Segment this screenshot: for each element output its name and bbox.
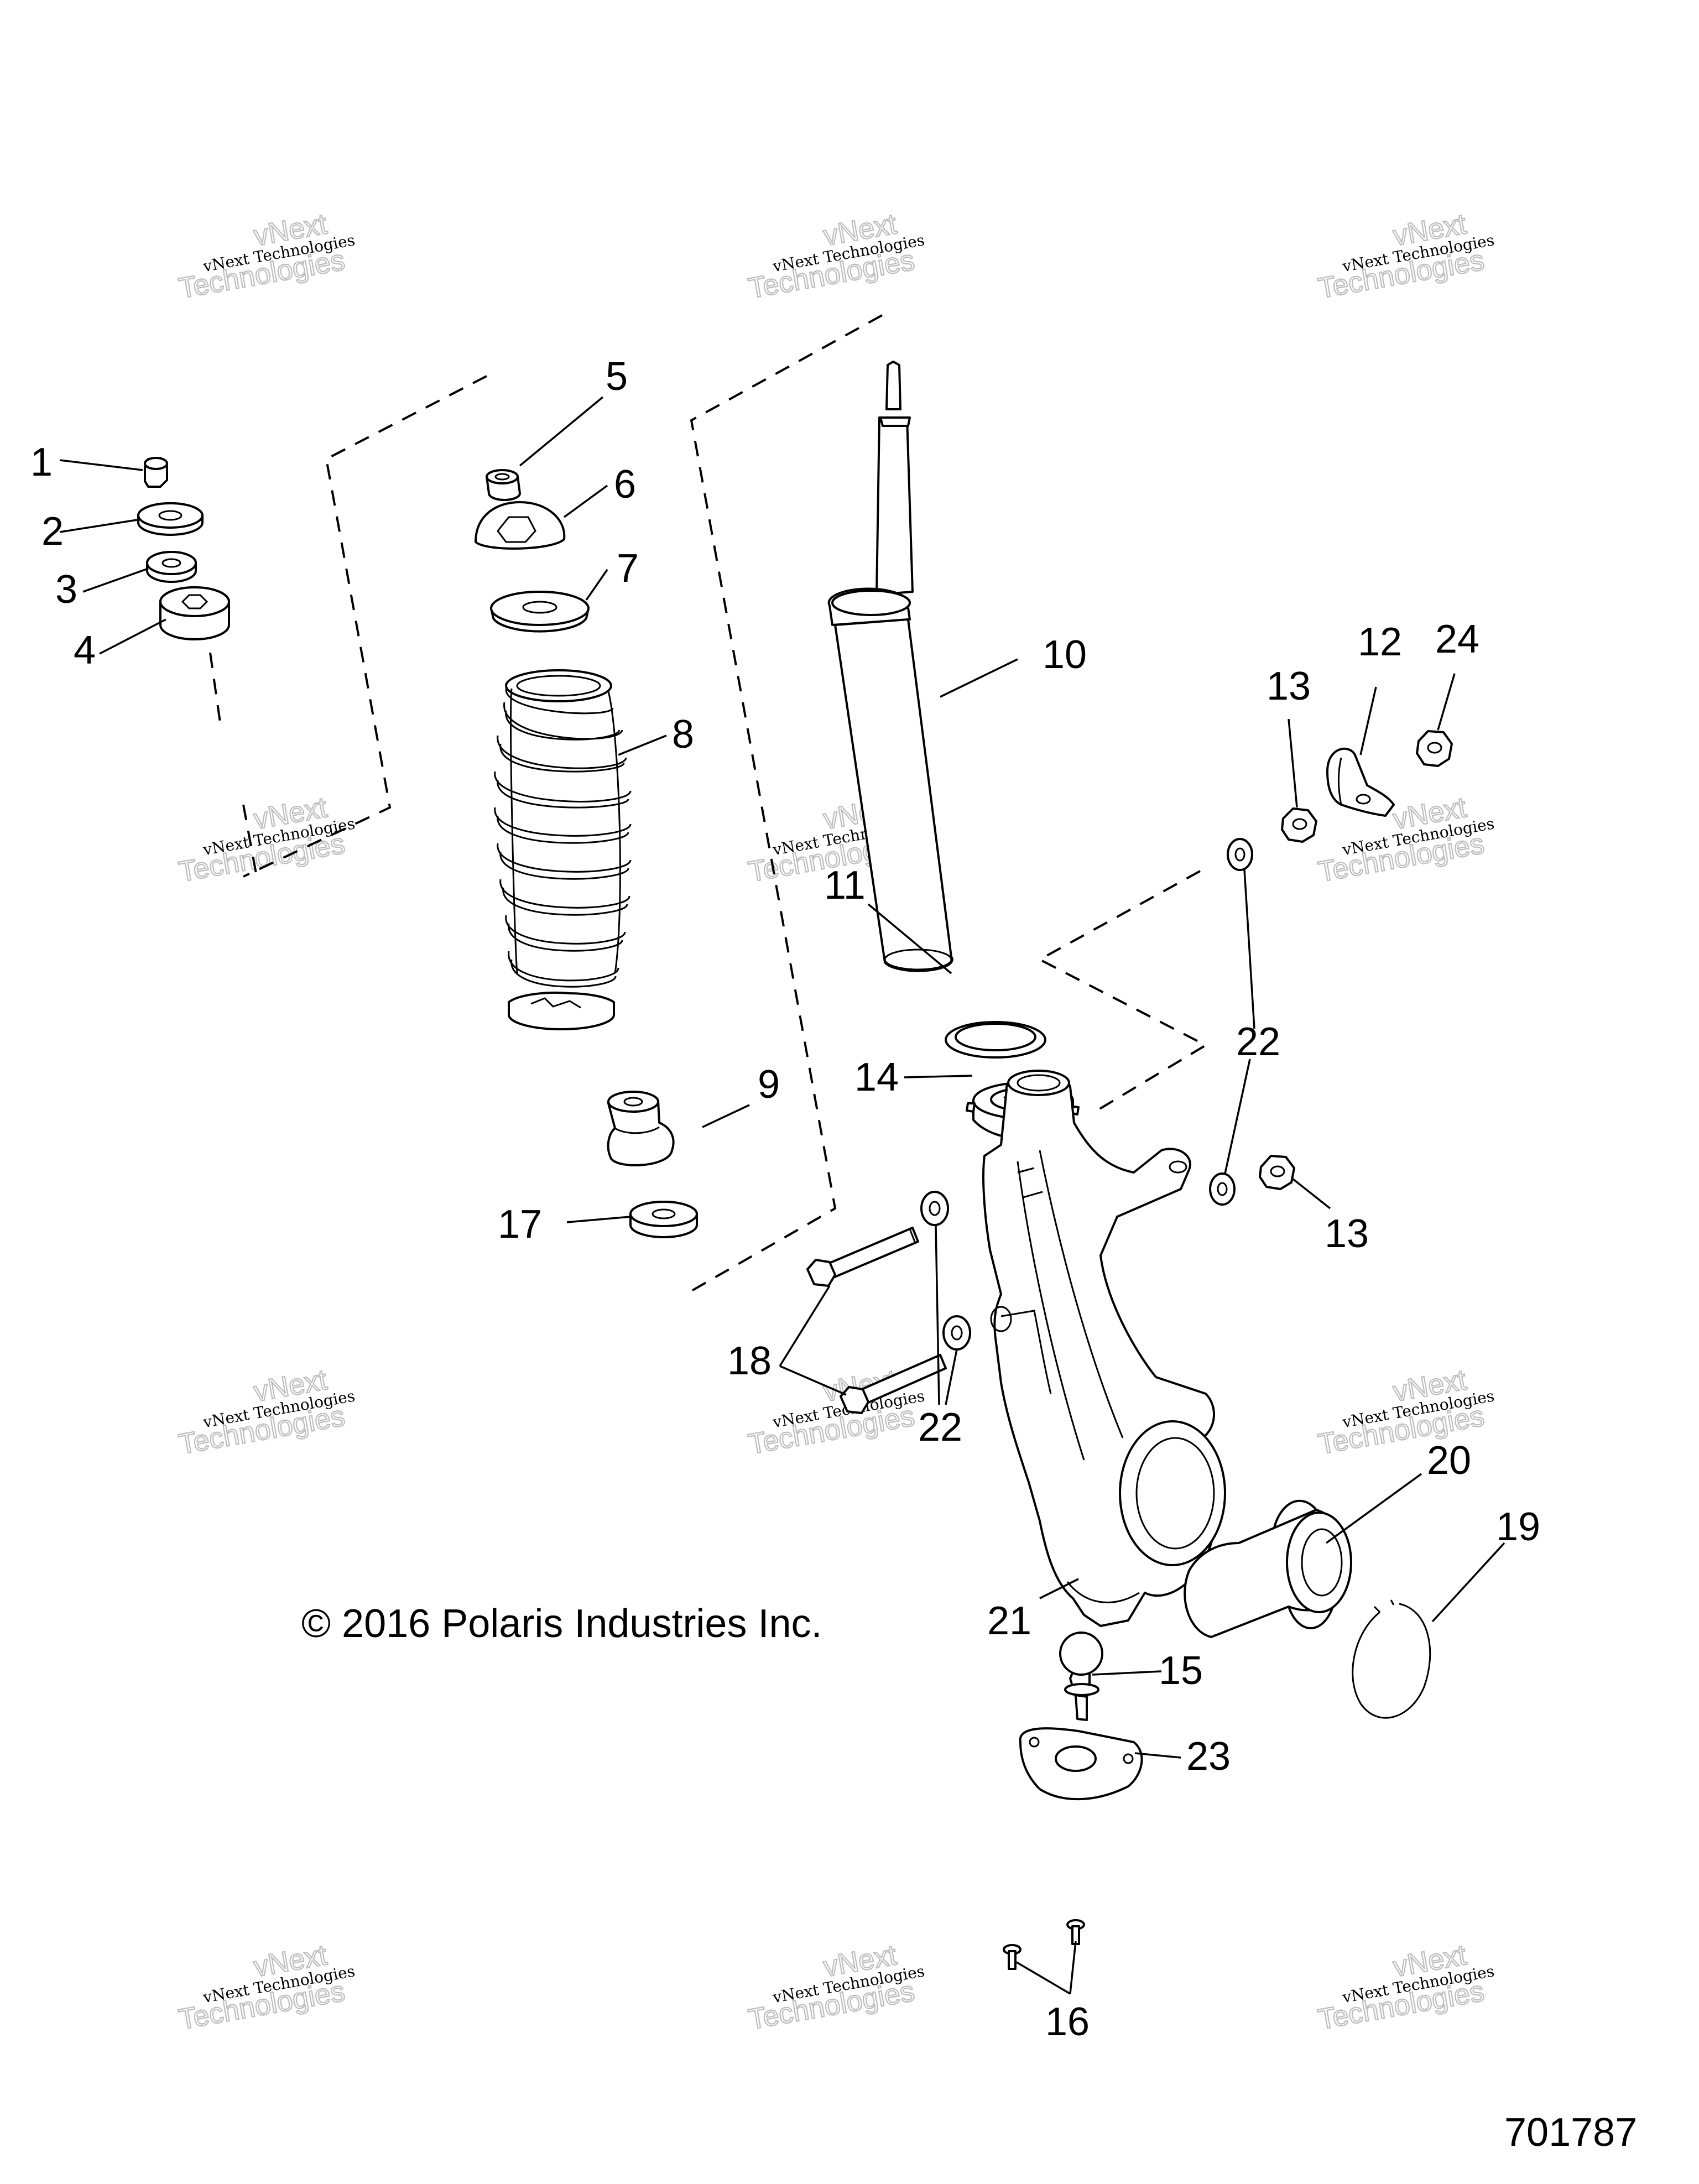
washer-icon <box>1209 1172 1236 1206</box>
callout-10: 10 <box>1043 633 1087 677</box>
hex-nut-icon <box>1416 730 1453 767</box>
bump-stop-icon <box>607 1091 675 1166</box>
hex-nut-icon <box>144 457 168 488</box>
callout-2: 2 <box>41 509 64 554</box>
watermark-top-right: Technologies vNext vNext Technologies <box>1315 207 1496 305</box>
bushing-icon <box>159 586 230 640</box>
callout-13-lower: 13 <box>1325 1212 1369 1256</box>
washer-icon <box>920 1191 949 1226</box>
callout-20: 20 <box>1427 1438 1471 1483</box>
dome-cap-icon <box>475 501 566 550</box>
washer-icon <box>629 1201 698 1238</box>
watermark-lower-right: Technologies vNext vNext Technologies <box>1315 1363 1496 1461</box>
callout-23: 23 <box>1186 1734 1231 1779</box>
watermark-bottom-left: Technologies vNext vNext Technologies <box>176 1938 357 2036</box>
callout-12: 12 <box>1358 620 1402 664</box>
ball-joint-icon <box>1059 1632 1103 1721</box>
leader-lines <box>59 396 1505 1995</box>
bracket-icon <box>1326 747 1395 817</box>
hex-nut-icon <box>1281 807 1317 843</box>
callout-15: 15 <box>1159 1649 1203 1693</box>
washer-icon <box>146 551 197 583</box>
callout-5: 5 <box>606 355 628 399</box>
washer-icon <box>1227 838 1253 871</box>
watermark-lower-left: Technologies vNext vNext Technologies <box>176 1363 357 1461</box>
watermark-mid-left: Technologies vNext vNext Technologies <box>176 791 357 889</box>
knuckle-icon <box>982 1070 1226 1627</box>
callout-3: 3 <box>55 567 77 612</box>
callout-24: 24 <box>1435 617 1479 661</box>
hex-nut-icon <box>1259 1155 1295 1190</box>
shock-strut-icon <box>827 361 953 972</box>
callout-7: 7 <box>617 546 639 591</box>
callout-1: 1 <box>30 440 53 484</box>
callout-19: 19 <box>1496 1505 1540 1549</box>
bolt-icon <box>840 1354 947 1414</box>
callout-11: 11 <box>824 863 866 908</box>
assembly-dashed-lines <box>209 314 1208 1295</box>
rivet-icon <box>1066 1919 1085 1945</box>
spring-seat-icon <box>490 591 590 633</box>
watermark-top-center: Technologies vNext vNext Technologies <box>746 207 926 305</box>
nut-icon <box>486 469 521 501</box>
callout-13-upper: 13 <box>1267 664 1311 708</box>
watermark-top-left: Technologies vNext vNext Technologies <box>176 207 357 305</box>
callout-22-right: 22 <box>1236 1020 1280 1064</box>
callout-21: 21 <box>987 1599 1031 1643</box>
callout-8: 8 <box>672 712 694 757</box>
ring-icon <box>945 1021 1046 1059</box>
callout-22-left: 22 <box>918 1405 962 1450</box>
plate-icon <box>1019 1727 1143 1801</box>
callout-6: 6 <box>614 462 636 507</box>
rivet-icon <box>1003 1944 1022 1970</box>
callout-4: 4 <box>74 628 96 673</box>
bolt-icon <box>806 1227 919 1287</box>
callout-18: 18 <box>727 1339 772 1383</box>
drawing-number: 701787 <box>1504 2110 1637 2155</box>
callout-16: 16 <box>1045 2000 1090 2044</box>
callout-14: 14 <box>854 1055 899 1099</box>
callout-17: 17 <box>498 1202 542 1247</box>
washer-icon <box>137 502 204 536</box>
snap-ring-icon <box>1352 1599 1431 1719</box>
watermark-bottom-right: Technologies vNext vNext Technologies <box>1315 1938 1496 2036</box>
washer-icon <box>942 1315 971 1351</box>
coil-spring-icon <box>494 669 632 1030</box>
watermark-bottom-center: Technologies vNext vNext Technologies <box>746 1938 926 2036</box>
callout-9: 9 <box>758 1062 780 1107</box>
copyright-text: © 2016 Polaris Industries Inc. <box>301 1602 822 1646</box>
